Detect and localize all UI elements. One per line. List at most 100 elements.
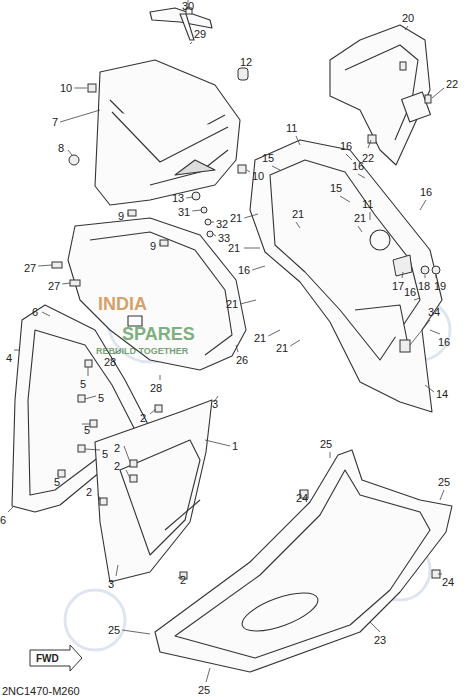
leader-line [425, 385, 434, 392]
leader-line [296, 136, 300, 145]
leader-line [244, 248, 260, 249]
leader-line [62, 283, 70, 284]
callout-number: 15 [262, 152, 274, 164]
leader-line [440, 490, 444, 500]
callout-number: 16 [438, 336, 450, 348]
leader-line [296, 222, 300, 228]
callout-number: 21 [230, 212, 242, 224]
callout-number: 21 [254, 332, 266, 344]
leader-line [160, 243, 161, 245]
callout-number: 26 [236, 354, 248, 366]
callout-number: 3 [212, 398, 218, 410]
leader-line [58, 474, 59, 475]
callout-number: 21 [292, 208, 304, 220]
callout-number: 6 [32, 306, 38, 318]
callout-number: 11 [362, 198, 373, 210]
leader-line [330, 452, 331, 458]
callout-number: 3 [108, 578, 114, 590]
callout-number: 34 [428, 306, 440, 318]
leader-line [405, 26, 408, 30]
leader-line [126, 470, 130, 478]
callout-number: 29 [194, 28, 206, 40]
callout-number: 5 [102, 448, 108, 460]
leader-line [186, 197, 193, 198]
callout-number: 5 [84, 424, 90, 436]
leader-line [244, 214, 258, 218]
callout-number: 19 [434, 280, 446, 292]
leader-line [425, 275, 426, 278]
leader-line [370, 622, 380, 632]
callout-number: 24 [442, 576, 454, 588]
watermark: REBUILD TOGETHER [96, 346, 188, 356]
leader-line [68, 150, 72, 155]
leader-line [211, 222, 214, 223]
callout-number: 22 [362, 152, 374, 164]
callout-number: 5 [80, 378, 86, 390]
leader-line [240, 300, 256, 304]
leader-line [432, 88, 444, 98]
callout-number: 17 [392, 280, 404, 292]
leader-line [247, 170, 250, 172]
callout-number: 2 [180, 574, 186, 586]
leader-line [122, 630, 150, 634]
leader-line [272, 166, 280, 170]
callout-number: 2 [86, 486, 92, 498]
callout-number: 16 [340, 140, 352, 152]
callout-number: 23 [374, 634, 386, 646]
callout-number: 14 [436, 388, 448, 400]
leader-line [290, 340, 300, 346]
callout-number: 8 [58, 142, 64, 154]
callout-number: 10 [252, 170, 264, 182]
leader-line [430, 330, 440, 334]
callout-number: 27 [48, 280, 60, 292]
callout-number: 32 [216, 218, 228, 230]
leader-line [268, 330, 280, 336]
leader-line [402, 272, 403, 278]
leader-line [60, 110, 100, 122]
callout-number: 21 [228, 242, 240, 254]
callout-number: 20 [402, 12, 414, 24]
callout-number: 25 [320, 438, 332, 450]
leader-line [98, 494, 100, 500]
leader-line [85, 449, 100, 450]
leader-line [116, 565, 118, 576]
callout-number: 11 [286, 122, 297, 134]
leader-line [438, 574, 442, 575]
callout-number: 5 [54, 476, 60, 488]
callout-number: 2 [114, 442, 120, 454]
leader-line [160, 375, 161, 380]
callout-number: 4 [6, 352, 12, 364]
callout-number: 2 [114, 460, 120, 472]
callout-number: 7 [52, 116, 58, 128]
callout-number: 12 [240, 56, 252, 68]
leader-line [252, 266, 265, 270]
watermark: INDIA [98, 294, 147, 315]
leader-line [213, 234, 216, 236]
leader-line [124, 446, 130, 462]
leader-line [150, 409, 156, 414]
leader-line [410, 320, 430, 345]
direction-mark: FWD [36, 653, 59, 664]
callout-number: 30 [182, 0, 194, 12]
leader-line [205, 440, 230, 446]
leader-line [14, 350, 20, 351]
callout-number: 18 [418, 280, 430, 292]
callout-number: 21 [226, 298, 238, 310]
leader-line [38, 265, 52, 266]
leader-line [420, 200, 426, 210]
leader-line [346, 154, 352, 160]
callout-number: 21 [354, 212, 366, 224]
leader-line [8, 506, 14, 512]
leader-line [74, 88, 87, 89]
callout-number: 6 [0, 514, 6, 526]
callout-number: 16 [420, 186, 432, 198]
leader-line [85, 396, 96, 399]
callout-number: 25 [108, 624, 120, 636]
leader-line [414, 298, 420, 300]
callout-number: 16 [404, 286, 416, 298]
callout-number: 28 [104, 356, 116, 368]
leader-line [88, 367, 89, 376]
diagram-code: 2NC1470-M260 [2, 685, 80, 697]
callout-number: 5 [98, 392, 104, 404]
leader-line [368, 140, 371, 148]
